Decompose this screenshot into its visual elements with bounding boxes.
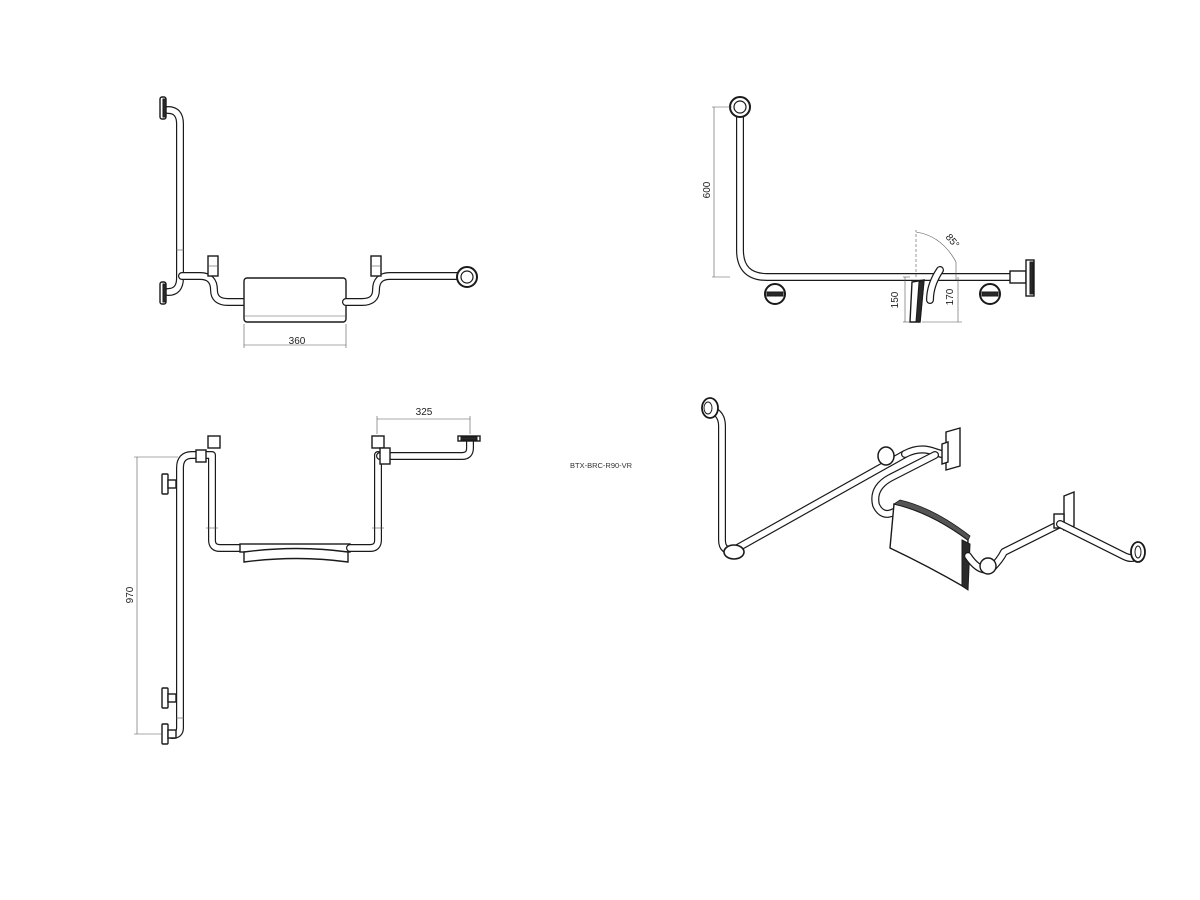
seat-base (239, 543, 351, 563)
view-plan-top-left: 360 (159, 96, 478, 348)
dimension-label: 360 (289, 336, 306, 347)
view-isometric-bottom-right (701, 397, 1146, 591)
dimension-seat-width: 360 (243, 324, 347, 348)
top-flange (729, 96, 751, 118)
dimension-label: 85° (943, 232, 961, 251)
wall-flange (161, 473, 177, 495)
wall-flange (161, 723, 177, 745)
product-code: BTX-BRC-R90-VR (570, 461, 633, 470)
folding-seat (909, 266, 944, 323)
dimension-vertical-height-front: 970 (125, 456, 178, 735)
top-flange (701, 397, 719, 419)
wall-flange (159, 281, 167, 305)
dimension-horizontal-reach: 325 (376, 407, 471, 434)
wall-flange (159, 96, 167, 120)
dimension-offset-b: 170 (922, 277, 962, 323)
dimension-label: 170 (945, 288, 956, 305)
wall-flange (161, 687, 177, 709)
dimension-label: 150 (890, 291, 901, 308)
end-flange (1130, 541, 1146, 563)
end-flange (456, 266, 478, 288)
seat-panel (889, 499, 971, 591)
end-bracket (1009, 259, 1035, 297)
dimension-label: 970 (125, 586, 136, 603)
wall-flange (764, 283, 786, 305)
wall-flange (979, 283, 1001, 305)
wall-flange (723, 544, 745, 560)
view-front-bottom-left: 325 970 (125, 407, 481, 745)
dimension-vertical-height-top: 600 (702, 106, 732, 278)
dimension-label: 600 (702, 181, 713, 198)
dimension-offset-a: 150 (890, 276, 910, 323)
dimension-label: 325 (416, 407, 433, 418)
end-flange (457, 435, 481, 442)
wall-flange (877, 446, 895, 466)
view-side-top-right: 600 85° 150 170 (702, 96, 1035, 323)
seat-panel (243, 277, 347, 323)
